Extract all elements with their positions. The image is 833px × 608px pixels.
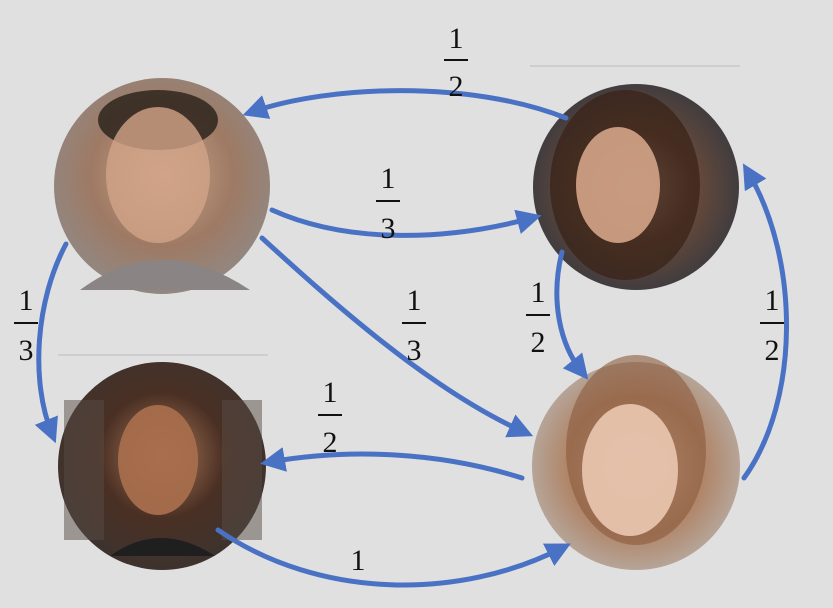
node-bottom-right — [532, 355, 740, 570]
weight-numerator: 1 — [381, 162, 396, 195]
weight-label-tl-tr: 1 3 — [376, 162, 400, 245]
edge-top-right-to-bottom-right — [554, 249, 589, 380]
portrait-shirt — [110, 538, 215, 556]
edge-top-left-to-bottom-left — [34, 241, 69, 444]
weight-numerator: 1 — [765, 284, 780, 317]
node-top-right — [533, 84, 739, 290]
weight-denominator: 3 — [19, 334, 34, 367]
weight-denominator: 3 — [407, 334, 422, 367]
portrait-face — [118, 405, 198, 515]
weight-label-bl-br: 1 — [351, 544, 366, 577]
weight-label-tr-br: 1 2 — [526, 276, 550, 359]
portrait-face — [576, 127, 660, 243]
portrait-face — [106, 107, 210, 243]
edge-top-right-to-top-left — [242, 88, 569, 121]
weight-label-tl-br: 1 3 — [402, 284, 426, 367]
weight-label-tr-tl: 1 2 — [444, 22, 468, 103]
weight-numerator: 1 — [407, 284, 422, 317]
portrait-face — [582, 404, 678, 536]
node-bottom-left — [58, 362, 266, 570]
weight-label-tl-bl: 1 3 — [14, 284, 38, 367]
edge-bottom-right-to-bottom-left — [260, 447, 525, 481]
weight-label-br-bl: 1 2 — [318, 376, 342, 459]
edges — [34, 88, 789, 588]
weight-numerator: 1 — [323, 376, 338, 409]
node-top-left — [54, 78, 270, 294]
portrait-background-bricks — [64, 400, 104, 540]
edge-bottom-left-to-bottom-right — [215, 527, 571, 588]
weight-denominator: 2 — [449, 70, 464, 103]
portrait-shirt — [80, 260, 250, 290]
portrait-background-bricks — [222, 400, 262, 540]
weight-denominator: 2 — [765, 334, 780, 367]
weight-value: 1 — [351, 544, 366, 577]
weight-numerator: 1 — [19, 284, 34, 317]
edge-top-left-to-top-right — [269, 207, 542, 238]
weight-numerator: 1 — [531, 276, 546, 309]
weight-denominator: 2 — [531, 326, 546, 359]
weight-numerator: 1 — [449, 22, 464, 55]
edge-top-left-to-bottom-right — [259, 235, 534, 438]
edge-bottom-right-to-top-right — [741, 163, 789, 481]
weight-denominator: 2 — [323, 426, 338, 459]
weight-label-br-tr: 1 2 — [760, 284, 784, 367]
weight-denominator: 3 — [381, 212, 396, 245]
